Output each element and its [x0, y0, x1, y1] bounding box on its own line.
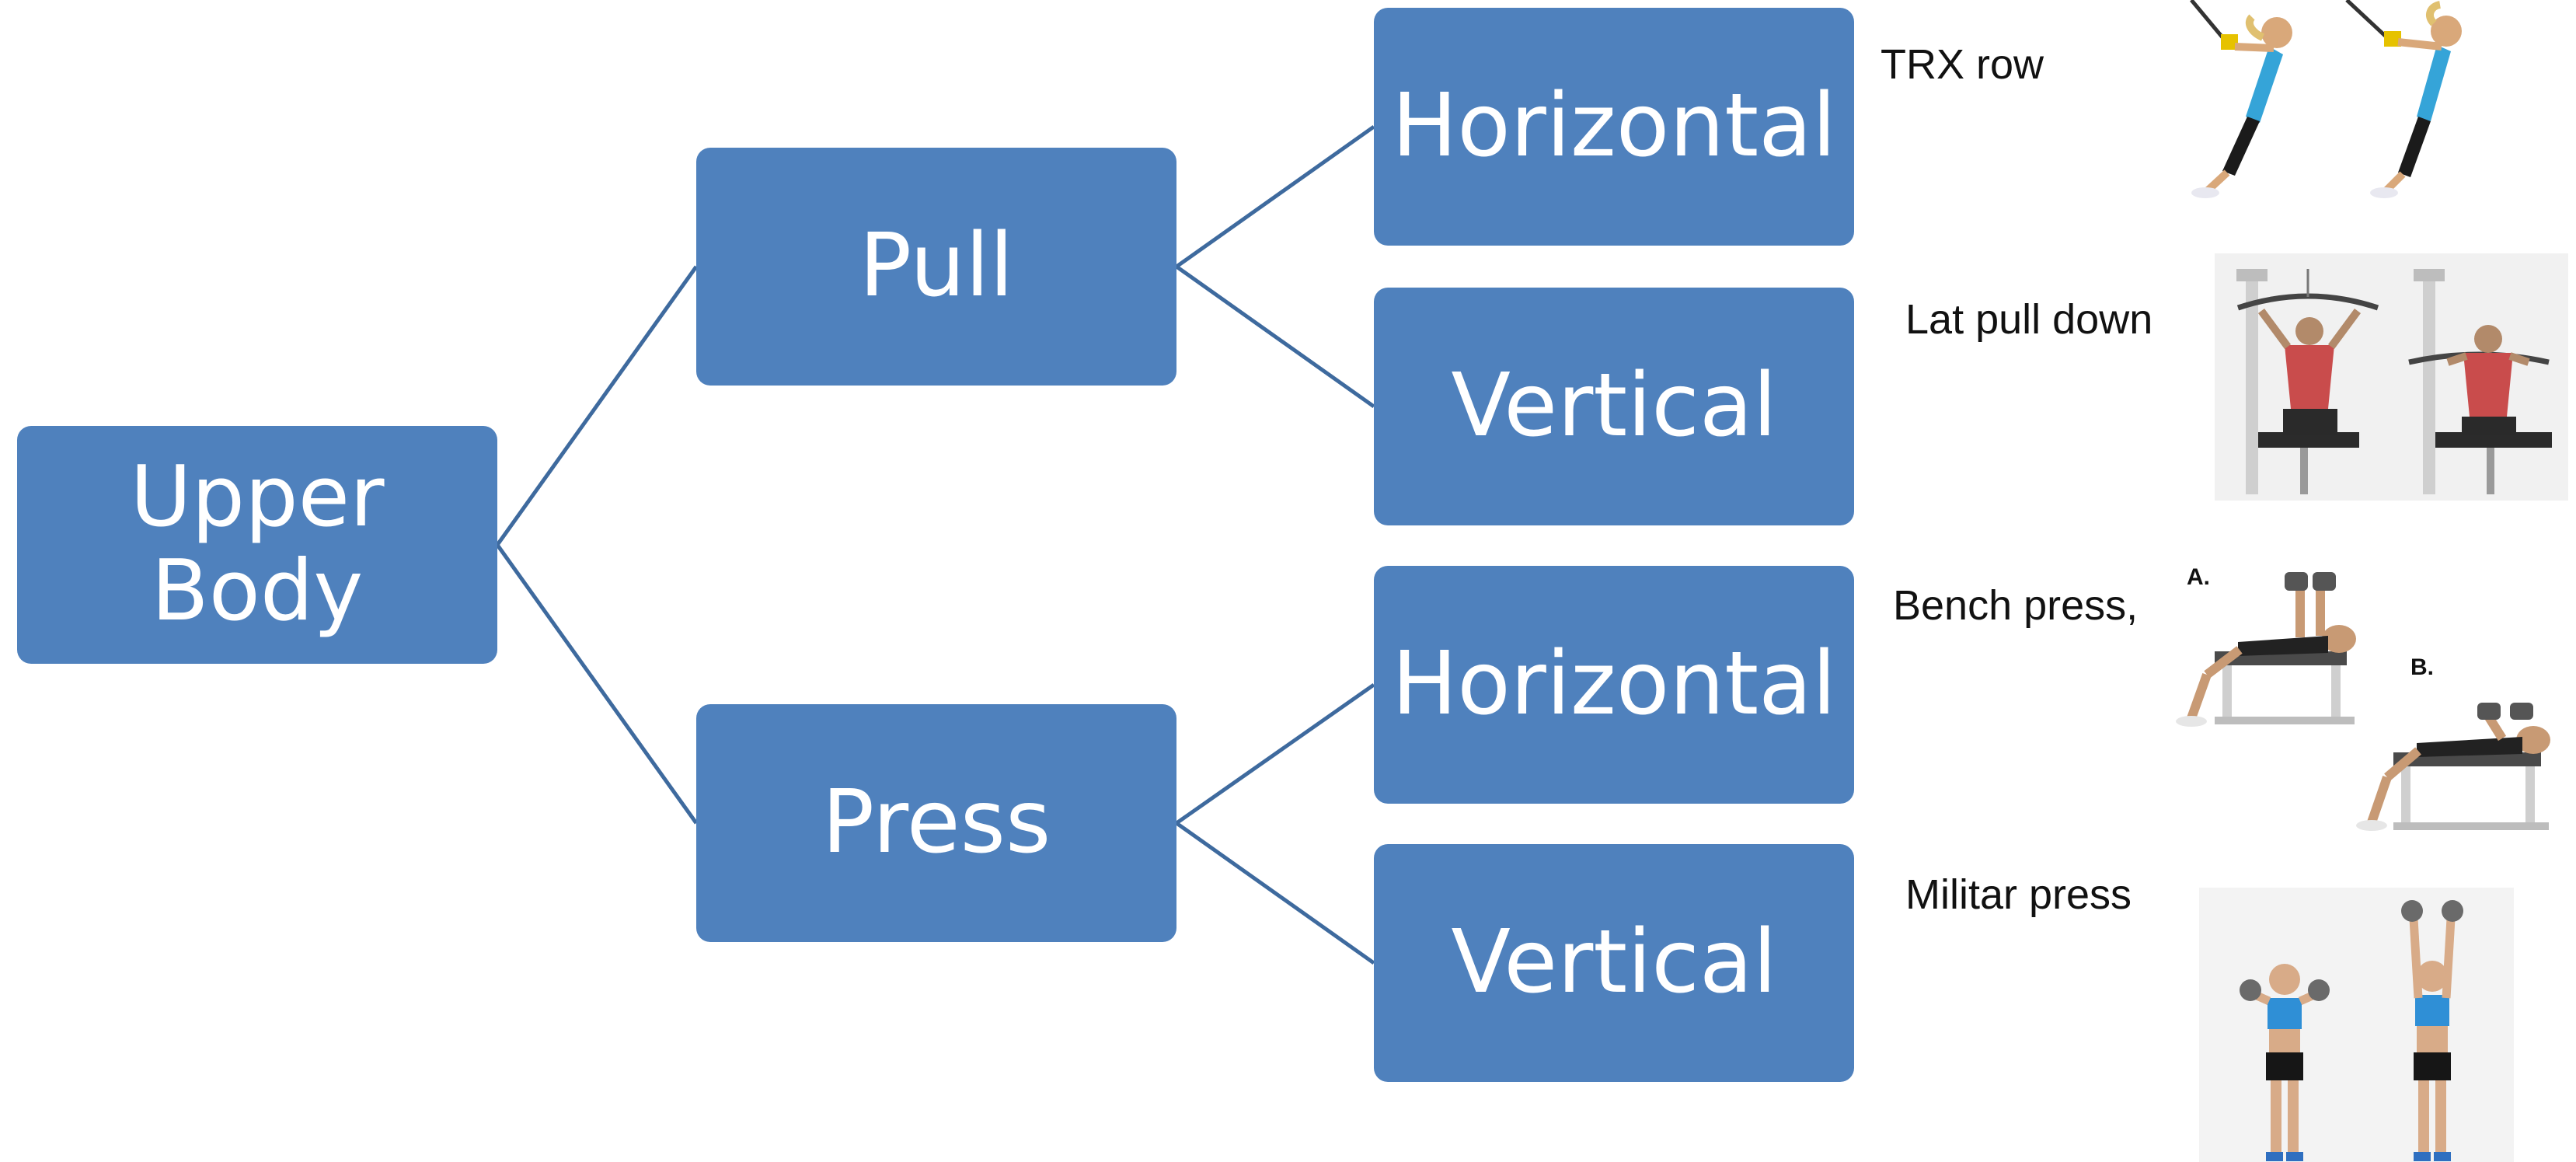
caption-trx-row: TRX row [1881, 41, 2044, 88]
caption-militar-press: Militar press [1905, 871, 2132, 918]
connector-pull-vertical [1175, 264, 1375, 409]
node-upper-body: Upper Body [17, 426, 497, 664]
lat-pulldown-illustration [2215, 253, 2568, 501]
connector-root-press [495, 543, 699, 825]
node-pull-vertical: Vertical [1374, 288, 1854, 525]
connector-press-horizontal [1175, 682, 1375, 825]
step-label-a: A. [2187, 564, 2210, 590]
bench-press-illustration: A. B. [2168, 558, 2568, 847]
node-press: Press [696, 704, 1176, 942]
connector-pull-horizontal [1175, 124, 1375, 269]
step-label-b: B. [2410, 654, 2434, 680]
node-press-vertical: Vertical [1374, 844, 1854, 1082]
node-pull-horizontal: Horizontal [1374, 8, 1854, 246]
caption-lat-pull-down: Lat pull down [1905, 296, 2153, 343]
trx-row-illustration [2160, 0, 2564, 201]
caption-bench-press: Bench press, [1893, 582, 2139, 629]
node-pull: Pull [696, 148, 1176, 386]
connector-press-vertical [1175, 821, 1375, 965]
connector-root-pull [495, 265, 699, 546]
node-press-horizontal: Horizontal [1374, 566, 1854, 804]
military-press-illustration [2199, 888, 2514, 1162]
